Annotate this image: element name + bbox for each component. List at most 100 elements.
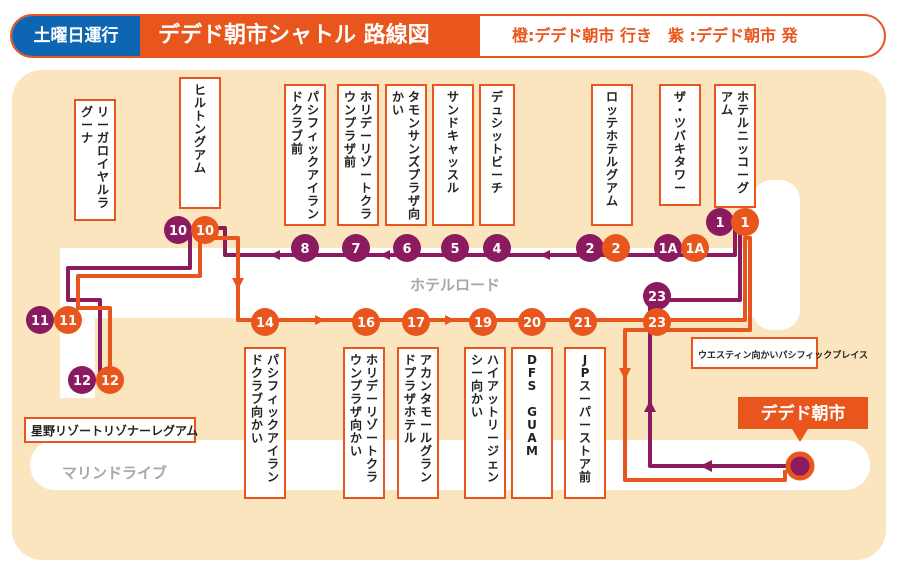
stop-label-text: サンドキャッスル [447, 90, 459, 195]
stop-label-box [714, 84, 756, 208]
stop-number: 23 [648, 316, 666, 331]
purple-route-line [66, 226, 800, 468]
stop-label-box [564, 347, 606, 499]
stop-number: 1 [715, 216, 724, 231]
purple-route [66, 226, 800, 468]
stop-label-box [24, 417, 196, 443]
stop-label-7: ホリデーリゾートクラウンプラザ前 [337, 84, 379, 226]
stop-8-purple: 8 [291, 234, 319, 262]
stop-label-box [74, 99, 116, 221]
stop-number: 23 [648, 290, 666, 305]
stop-circle [342, 234, 370, 262]
stop-circle [164, 216, 192, 244]
stop-circle [576, 234, 604, 262]
destination-marker: デデド朝市 [738, 397, 868, 481]
stop-number: 1 [740, 216, 749, 231]
route-color-legend: 橙:デデド朝市 行き 紫 :デデド朝市 発 [512, 26, 798, 45]
arrow-orange-3 [619, 368, 631, 380]
stop-label-text: 星野リゾートリゾナーレグアム [31, 423, 198, 438]
stop-number: 16 [357, 316, 375, 331]
stop-circle [54, 306, 82, 334]
stop-number: 19 [474, 316, 492, 331]
stop-circle [643, 308, 671, 336]
stop-number: 10 [196, 224, 214, 239]
stop-1-purple: 1 [706, 208, 734, 236]
stop-12-purple: 12 [68, 366, 96, 394]
stop-circle [483, 234, 511, 262]
stop-23-orange: 23 [643, 308, 671, 336]
stop-label-box [432, 84, 474, 226]
stop-circle [393, 234, 421, 262]
stop-20-orange: 20 [518, 308, 546, 336]
arrow-purple-3 [540, 250, 550, 260]
stop-label-box [659, 84, 701, 206]
stop-4-purple: 4 [483, 234, 511, 262]
arrow-purple-5 [644, 400, 656, 412]
destination-label: デデド朝市 [761, 403, 846, 424]
stop-number: 20 [523, 316, 541, 331]
arrow-orange-1 [315, 315, 325, 325]
map-title: デデド朝市シャトル 路線図 [140, 16, 480, 56]
stop-circle [469, 308, 497, 336]
stop-label-text: タモンサンズプラザ向かい [392, 90, 421, 221]
stop-label-19: ハイアットリージェンシー向かい [464, 347, 506, 499]
stop-number: 12 [73, 374, 91, 389]
destination-point [785, 451, 815, 481]
stop-label-text: ザ・ツバキタワー [674, 90, 686, 195]
stop-circle [706, 208, 734, 236]
stop-label-14: パシフィックアイランドクラブ向かい [244, 347, 286, 499]
stop-10-purple: 10 [164, 216, 192, 244]
stop-label-1: ホテルニッコーグアム [714, 84, 756, 208]
stop-number: 8 [300, 242, 309, 257]
stop-label-text: ホリデーリゾートクラウンプラザ向かい [350, 353, 379, 484]
hotel-road-label: ホテルロード [410, 276, 500, 294]
arrow-purple-4 [700, 460, 712, 472]
stop-label-16: ホリデーリゾートクラウンプラザ向かい [343, 347, 385, 499]
stop-number: 7 [351, 242, 360, 257]
stop-circle [441, 234, 469, 262]
stop-number: 2 [585, 242, 594, 257]
stop-label-17: アカンタモールグランドプラザホテル [397, 347, 439, 499]
stop-label-12: 星野リゾートリゾナーレグアム [24, 417, 198, 443]
stop-label-10: ヒルトングアム [179, 77, 221, 209]
stop-label-text: アカンタモールグランドプラザホテル [404, 353, 432, 484]
stop-label-box [511, 347, 553, 499]
stop-circle [654, 234, 682, 262]
stop-circle [191, 216, 219, 244]
stop-label-text: ホリデーリゾートクラウンプラザ前 [344, 90, 373, 221]
stop-number: 14 [256, 316, 274, 331]
road-east-spur [752, 180, 800, 330]
stop-label-1A: ザ・ツバキタワー [659, 84, 701, 206]
stop-label-text: パシフィックアイランドクラブ向かい [251, 353, 279, 484]
direction-arrows [232, 250, 712, 472]
stop-label-text: ホテルニッコーグアム [721, 90, 749, 195]
header-banner: 土曜日運行 デデド朝市シャトル 路線図 橙:デデド朝市 行き 紫 :デデド朝市 … [10, 14, 886, 58]
stop-16-orange: 16 [352, 308, 380, 336]
arrow-purple-1 [270, 250, 280, 260]
stop-label-5: サンドキャッスル [432, 84, 474, 226]
stop-label-box [397, 347, 439, 499]
stop-label-box [479, 84, 515, 226]
stop-circle [569, 308, 597, 336]
stop-circle [681, 234, 709, 262]
stop-1-orange: 1 [731, 208, 759, 236]
stop-circle [602, 234, 630, 262]
stop-label-box [343, 347, 385, 499]
stop-1A-orange: 1A [681, 234, 709, 262]
stop-number: 1A [685, 242, 704, 257]
stop-number: 2 [611, 242, 620, 257]
stop-number: 5 [450, 242, 459, 257]
stop-label-text: ヒルトングアム [194, 83, 206, 175]
stop-number: 11 [31, 314, 49, 329]
stop-label-11: リーガロイヤルラグーナ [74, 99, 116, 221]
stop-label-box [284, 84, 326, 226]
stop-2-purple: 2 [576, 234, 604, 262]
stop-number: 17 [407, 316, 425, 331]
stop-label-4: デュシットビーチ [479, 84, 515, 226]
stop-circle [402, 308, 430, 336]
stop-circle [68, 366, 96, 394]
